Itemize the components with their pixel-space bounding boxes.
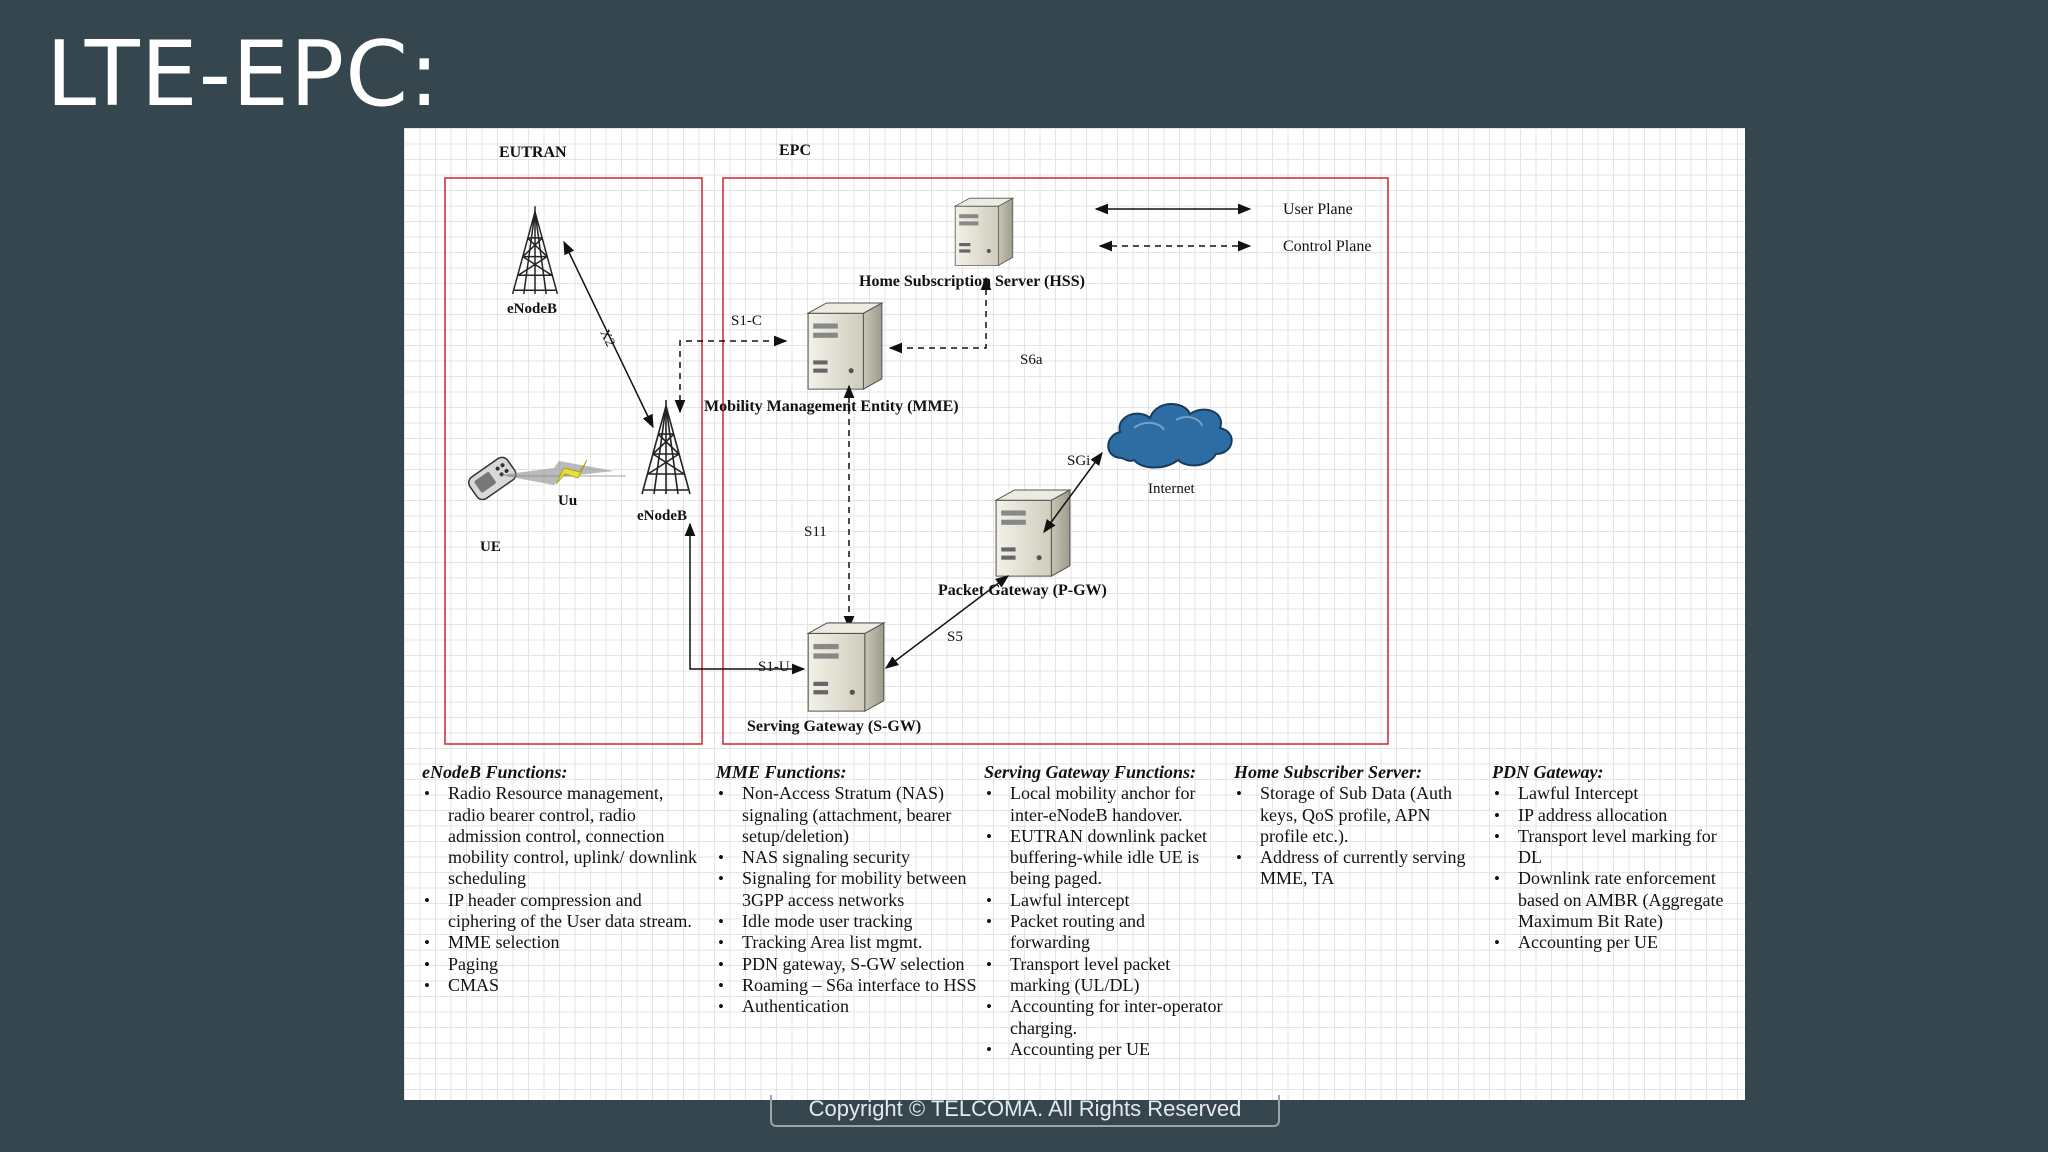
list-item: Downlink rate enforcement based on AMBR … xyxy=(1492,868,1724,932)
epc-region xyxy=(722,177,1389,745)
s1u-label: S1-U xyxy=(758,659,790,675)
internet-cloud-icon xyxy=(1107,403,1233,469)
list-item: Non-Access Stratum (NAS) signaling (atta… xyxy=(716,783,978,847)
sgi-label: SGi xyxy=(1067,453,1090,469)
slide-title: LTE-EPC: xyxy=(46,22,441,127)
s1u-link xyxy=(684,522,806,675)
sgw-label: Serving Gateway (S-GW) xyxy=(747,718,921,735)
list-item: Local mobility anchor for inter-eNodeB h… xyxy=(984,783,1226,826)
uu-label: Uu xyxy=(558,493,577,509)
enodeb-functions-heading: eNodeB Functions: xyxy=(422,762,568,782)
list-item: Idle mode user tracking xyxy=(716,911,978,933)
list-item: Transport level packet marking (UL/DL) xyxy=(984,954,1226,997)
s5-link xyxy=(884,575,1010,669)
list-item: Lawful intercept xyxy=(984,890,1226,912)
list-item: Accounting for inter-operator charging. xyxy=(984,996,1226,1039)
epc-label: EPC xyxy=(779,142,811,159)
pdn-functions: PDN Gateway: Lawful Intercept IP address… xyxy=(1492,762,1724,954)
x2-label: X2 xyxy=(596,327,617,349)
enodeb-top-label: eNodeB xyxy=(507,301,557,317)
pdn-functions-heading: PDN Gateway: xyxy=(1492,762,1604,782)
user-plane-label: User Plane xyxy=(1283,201,1353,218)
hss-functions-heading: Home Subscriber Server: xyxy=(1234,762,1422,782)
list-item: Address of currently serving MME, TA xyxy=(1234,847,1474,890)
uu-radio-icon xyxy=(500,459,626,485)
list-item: Accounting per UE xyxy=(1492,932,1724,954)
list-item: EUTRAN downlink packet buffering-while i… xyxy=(984,826,1226,890)
lte-epc-diagram: EUTRAN EPC User Plane Control Plane eNod… xyxy=(404,128,1745,1100)
enodeb-main-tower-icon xyxy=(641,399,691,495)
sgw-functions: Serving Gateway Functions: Local mobilit… xyxy=(984,762,1226,1060)
list-item: Authentication xyxy=(716,996,978,1018)
diagram-canvas: EUTRAN EPC User Plane Control Plane eNod… xyxy=(444,142,1389,745)
list-item: PDN gateway, S-GW selection xyxy=(716,954,978,976)
enodeb-functions: eNodeB Functions: Radio Resource managem… xyxy=(422,762,704,997)
sgi-link xyxy=(1043,451,1103,534)
hss-label: Home Subscription Server (HSS) xyxy=(859,273,1085,290)
x2-link xyxy=(563,240,654,429)
list-item: Transport level marking for DL xyxy=(1492,826,1724,869)
s5-label: S5 xyxy=(947,629,963,645)
list-item: Accounting per UE xyxy=(984,1039,1226,1061)
s1c-label: S1-C xyxy=(731,313,762,329)
ue-label: UE xyxy=(480,539,501,555)
enodeb-top-tower-icon xyxy=(511,205,559,295)
list-item: MME selection xyxy=(422,932,704,954)
list-item: Paging xyxy=(422,954,704,976)
hss-functions: Home Subscriber Server: Storage of Sub D… xyxy=(1234,762,1474,890)
sgw-functions-heading: Serving Gateway Functions: xyxy=(984,762,1197,782)
s6a-label: S6a xyxy=(1020,352,1043,368)
list-item: IP address allocation xyxy=(1492,805,1724,827)
hss-server-icon xyxy=(954,197,1014,266)
list-item: Lawful Intercept xyxy=(1492,783,1724,805)
s11-label: S11 xyxy=(804,524,827,540)
mme-functions: MME Functions: Non-Access Stratum (NAS) … xyxy=(716,762,978,1018)
mme-functions-heading: MME Functions: xyxy=(716,762,847,782)
control-plane-label: Control Plane xyxy=(1283,238,1371,255)
internet-label: Internet xyxy=(1148,481,1195,497)
eutran-label: EUTRAN xyxy=(499,144,567,161)
eutran-region xyxy=(444,177,703,745)
pgw-server-icon xyxy=(995,489,1071,577)
list-item: Roaming – S6a interface to HSS xyxy=(716,975,978,997)
list-item: NAS signaling security xyxy=(716,847,978,869)
ue-phone-icon xyxy=(467,456,517,501)
sgw-server-icon xyxy=(807,622,885,712)
copyright-footer: Copyright © TELCOMA. All Rights Reserved xyxy=(770,1095,1280,1127)
pgw-label: Packet Gateway (P-GW) xyxy=(938,582,1107,599)
mme-server-icon xyxy=(807,302,883,390)
list-item: IP header compression and ciphering of t… xyxy=(422,890,704,933)
list-item: Radio Resource management, radio bearer … xyxy=(422,783,704,889)
list-item: Signaling for mobility between 3GPP acce… xyxy=(716,868,978,911)
s1c-link xyxy=(674,335,788,414)
list-item: CMAS xyxy=(422,975,704,997)
list-item: Storage of Sub Data (Auth keys, QoS prof… xyxy=(1234,783,1474,847)
mme-label: Mobility Management Entity (MME) xyxy=(704,398,959,415)
list-item: Packet routing and forwarding xyxy=(984,911,1226,954)
s6a-link xyxy=(888,276,992,354)
list-item: Tracking Area list mgmt. xyxy=(716,932,978,954)
enodeb-main-label: eNodeB xyxy=(637,508,687,524)
